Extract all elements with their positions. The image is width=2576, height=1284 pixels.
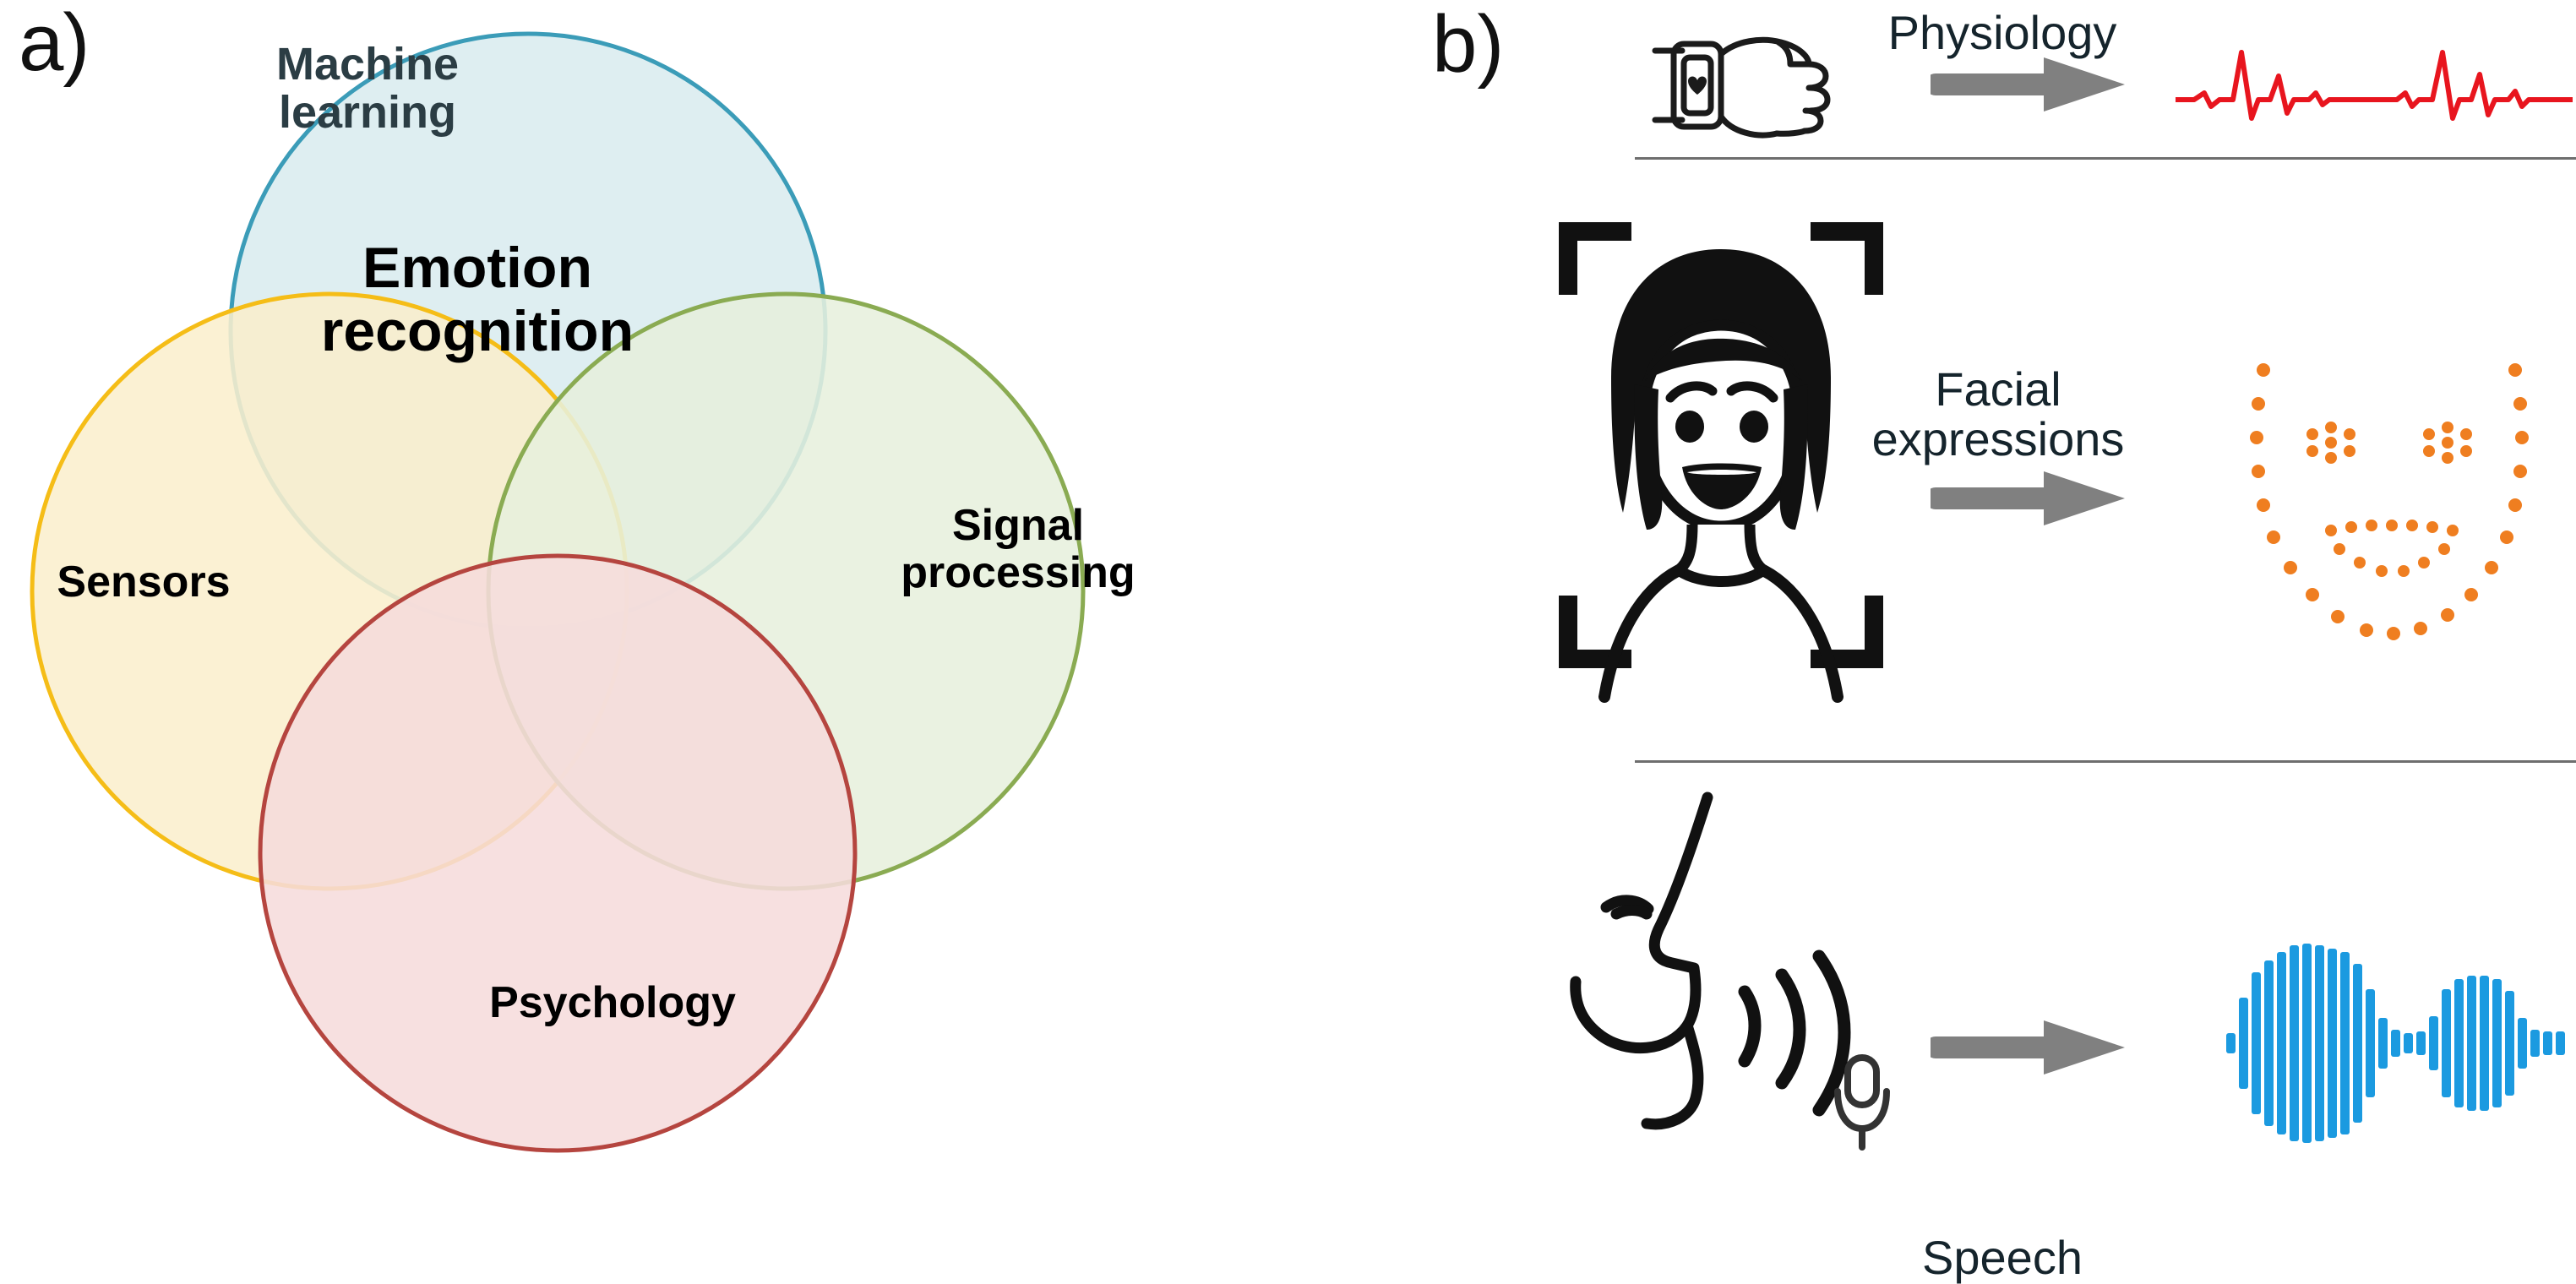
smartwatch-heart-fist-icon	[1652, 36, 1831, 139]
right-arrow-icon	[1931, 1020, 2125, 1075]
venn-label-signal-processing: Signal processing	[901, 501, 1136, 597]
panel-b-tag: b)	[1432, 0, 1505, 90]
panel-a-tag: a)	[19, 0, 90, 88]
venn-diagram-svg	[30, 31, 1086, 1153]
right-arrow-icon	[1931, 471, 2125, 525]
eyebrow-right	[1726, 381, 1778, 403]
modality-caption-speech: Speech	[1922, 1231, 2083, 1284]
face-detection-icon	[1559, 222, 1883, 703]
eye-right	[1740, 411, 1768, 443]
neck	[1673, 524, 1769, 587]
sound-wave-1	[1738, 985, 1762, 1068]
microphone-icon	[1834, 1054, 1890, 1151]
circle-psychology	[258, 553, 858, 1153]
venn-diagram-panel: a) Machine learning Sensors Signal proce…	[0, 0, 1314, 1188]
ecg-waveform	[2176, 50, 2573, 121]
venn-label-psychology: Psychology	[489, 978, 736, 1027]
modality-row-physiology: Physiology	[1314, 0, 2576, 157]
heart-icon	[1688, 76, 1707, 95]
shoulder-left	[1598, 564, 1685, 703]
speaking-head-microphone-icon	[1570, 792, 1890, 1151]
audio-waveform-bars	[2226, 944, 2565, 1143]
hair-shape	[1611, 249, 1831, 513]
modality-row-speech: Speech	[1314, 760, 2576, 1282]
sound-wave-2	[1775, 968, 1806, 1090]
eyebrow-left	[1665, 381, 1718, 403]
sound-wave-3	[1812, 949, 1851, 1117]
waveform-bars	[2226, 944, 2565, 1143]
venn-label-sensors: Sensors	[57, 558, 231, 607]
venn-label-emotion-recognition: Emotion recognition	[320, 236, 634, 363]
mouth	[1682, 463, 1762, 509]
eye-left	[1675, 411, 1704, 443]
facial-landmarks-dots	[2250, 363, 2529, 640]
modalities-panel: b)	[1314, 0, 2576, 1282]
row-divider	[1635, 760, 2576, 763]
row-divider	[1635, 157, 2576, 160]
modality-caption-facial-expressions: Facial expressions	[1871, 362, 2125, 465]
modality-row-facial-expressions: Facial expressions	[1314, 169, 2576, 752]
shoulder-right	[1757, 564, 1844, 703]
modality-caption-physiology: Physiology	[1887, 6, 2117, 59]
venn-label-machine-learning: Machine learning	[275, 39, 460, 139]
right-arrow-icon	[1931, 57, 2125, 112]
